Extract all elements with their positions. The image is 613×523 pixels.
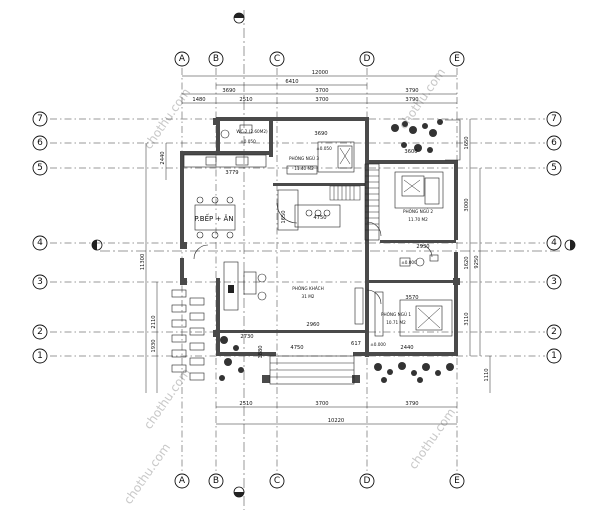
grid-label-3: 3 <box>37 277 43 287</box>
grid-label-d: D <box>364 54 371 64</box>
dim-top-total: 12000 <box>312 70 329 76</box>
dim-inner: 3690 <box>314 131 327 137</box>
dim-inner: 2730 <box>240 334 253 340</box>
dim-inner: 2960 <box>306 322 319 328</box>
dim-right-d: 3110 <box>464 312 470 325</box>
dim-left-c: 2440 <box>160 151 166 164</box>
dim-inner: 3600 <box>404 149 417 155</box>
vertical-grid-lines <box>181 68 458 473</box>
dim-left-a: 2110 <box>151 315 157 328</box>
dim-bottom-total: 10220 <box>328 418 345 424</box>
dim-bottom-3: 3790 <box>405 401 418 407</box>
dim-inner: 2930 <box>416 244 429 250</box>
dim-left-total: 11300 <box>140 254 146 271</box>
grid-label-7: 7 <box>37 114 43 124</box>
dim-top-2: 3700 <box>315 88 328 94</box>
room-area-bed2: 11.70 M2 <box>408 217 428 222</box>
grid-label-c: C <box>274 476 280 486</box>
dim-top2-2: 2510 <box>239 97 252 103</box>
room-area-bed1: 10.71 M2 <box>386 320 406 325</box>
grid-label-4: 4 <box>551 238 557 248</box>
grid-label-1: 1 <box>37 351 43 361</box>
left-dimensions: 11300 2110 1930 2440 <box>140 143 167 393</box>
dim-top-3: 3790 <box>405 88 418 94</box>
dim-right-a: 1650 <box>464 136 470 149</box>
dim-right-b: 3000 <box>464 198 470 211</box>
staircase <box>329 163 380 241</box>
dim-bottom-1: 2510 <box>239 401 252 407</box>
dim-inner: 4750 <box>290 345 303 351</box>
furniture <box>171 124 453 385</box>
grid-label-4: 4 <box>37 238 43 248</box>
grid-bubbles-left: 7 6 5 4 3 2 1 <box>32 111 48 364</box>
grid-label-6: 6 <box>551 138 557 148</box>
dim-inner: 617 <box>351 341 361 347</box>
room-area-living: 31 M2 <box>302 294 315 299</box>
dim-top-1: 3690 <box>222 88 235 94</box>
grid-label-b: B <box>213 54 219 64</box>
dim-right-total: 9250 <box>474 255 480 268</box>
dim-inner: 2440 <box>400 345 413 351</box>
grid-label-6: 6 <box>37 138 43 148</box>
grid-bubbles-top: A B C D E <box>174 51 465 67</box>
grid-label-a: A <box>179 476 186 486</box>
dim-top2-3: 3700 <box>315 97 328 103</box>
dim-inner: 1650 <box>281 210 287 223</box>
grid-label-5: 5 <box>551 163 557 173</box>
horizontal-grid-lines <box>50 118 545 357</box>
grid-label-b: B <box>213 476 219 486</box>
level-mark: ±0.000 <box>370 342 386 347</box>
watermark: chothu.com <box>141 86 193 152</box>
level-mark: ±0.000 <box>401 260 417 265</box>
plants <box>219 119 461 383</box>
room-area-bed3: 11.40 M2 <box>294 166 314 171</box>
inner-dimensions: 3690 3779 3600 3570 2440 2960 4750 1880 … <box>225 131 429 359</box>
level-mark: ±0.050 <box>240 139 256 144</box>
grid-label-2: 2 <box>551 327 557 337</box>
dim-top2-1: 1480 <box>192 97 205 103</box>
dim-inner: 3570 <box>405 295 418 301</box>
grid-bubbles-bottom: A B C D E <box>174 473 465 489</box>
room-label-living: PHÒNG KHÁCH <box>292 286 323 291</box>
bottom-dimensions: 2510 3700 3790 10220 <box>216 401 457 425</box>
dim-inner: 3779 <box>225 170 238 176</box>
dim-bottom-2: 3700 <box>315 401 328 407</box>
watermark: chothu.com <box>141 366 193 432</box>
top-dimensions: 12000 6410 3690 3700 3790 1480 2510 3700… <box>182 70 457 104</box>
doors <box>193 202 433 305</box>
right-dimensions: 1650 3000 1620 3110 9250 1110 <box>464 119 491 393</box>
grid-label-a: A <box>179 54 186 64</box>
dim-left-b: 1930 <box>151 339 157 352</box>
grid-label-1: 1 <box>551 351 557 361</box>
room-labels: WC 2 (2.60M2) ±0.050 PHÒNG NGỦ 3 11.40 M… <box>194 129 433 347</box>
dim-inner: 4750 <box>313 215 326 221</box>
grid-label-d: D <box>364 476 371 486</box>
watermark: chothu.com <box>121 441 173 507</box>
grid-label-e: E <box>454 476 460 486</box>
grid-label-2: 2 <box>37 327 43 337</box>
room-label-bed1: PHÒNG NGỦ 1 <box>381 312 411 317</box>
watermark: chothu.com <box>406 406 458 472</box>
room-label-wc: WC 2 (2.60M2) <box>236 129 268 134</box>
building-walls <box>180 117 460 383</box>
dim-top-sub: 6410 <box>285 79 298 85</box>
grid-label-e: E <box>454 54 460 64</box>
grid-label-7: 7 <box>551 114 557 124</box>
grid-label-c: C <box>274 54 280 64</box>
grid-bubbles-right: 7 6 5 4 3 2 1 <box>546 111 562 364</box>
dim-right-c: 1620 <box>464 256 470 269</box>
grid-label-3: 3 <box>551 277 557 287</box>
room-label-bed3: PHÒNG NGỦ 3 <box>289 156 319 161</box>
dim-right-e: 1110 <box>484 368 490 381</box>
dim-top2-4: 3790 <box>405 97 418 103</box>
watermarks: chothu.com chothu.com chothu.com chothu.… <box>121 66 458 507</box>
room-label-kitchen: P.BẾP + ĂN <box>194 213 233 223</box>
level-mark: ±0.050 <box>316 146 332 151</box>
grid-label-5: 5 <box>37 163 43 173</box>
dim-inner: 1880 <box>258 345 264 358</box>
room-label-bed2: PHÒNG NGỦ 2 <box>403 209 433 214</box>
section-markers <box>91 12 576 498</box>
